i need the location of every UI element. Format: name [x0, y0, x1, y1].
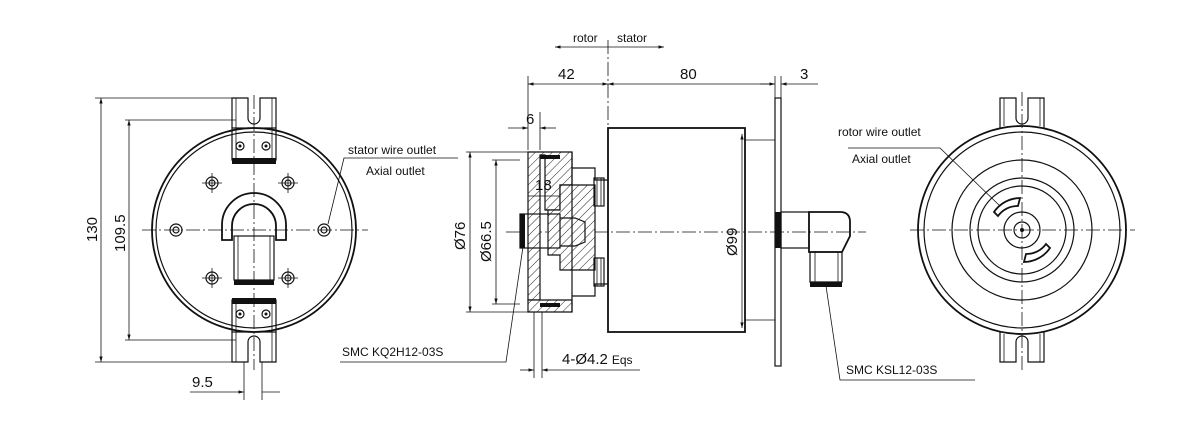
dim-130: 130: [84, 217, 101, 242]
dim-6: 6: [526, 111, 534, 128]
label-axial-outlet-left: Axial outlet: [366, 164, 425, 178]
screw-holes: [169, 173, 331, 288]
dim-dia-76: Ø76: [452, 222, 469, 250]
dim-80: 80: [680, 66, 697, 83]
fitting-right-elbow: [775, 211, 851, 287]
dim-dia-99: Ø99: [724, 228, 741, 256]
label-rotor-wire-outlet: rotor wire outlet: [838, 125, 921, 139]
front-view: 130 109.5 9.5 stator wire outlet Axial o…: [84, 95, 458, 400]
center-elbow-fitting: [221, 192, 287, 285]
dim-109-5: 109.5: [112, 214, 129, 252]
rear-view: rotor wire outlet Axial outlet: [838, 92, 1135, 372]
dim-3: 3: [800, 66, 808, 83]
label-fitting-right: SMC KSL12-03S: [846, 363, 937, 377]
dim-holes-value: 4-Ø4.2: [562, 351, 608, 368]
dim-dia-66-5: Ø66.5: [478, 221, 495, 262]
label-axial-outlet-right: Axial outlet: [852, 152, 911, 166]
dim-holes-suffix: Eqs: [612, 353, 633, 367]
label-stator-wire-outlet: stator wire outlet: [348, 143, 437, 157]
label-rotor: rotor: [573, 31, 598, 45]
dim-18: 18: [535, 177, 552, 194]
dim-holes: 4-Ø4.2 Eqs: [562, 351, 633, 368]
label-stator: stator: [617, 31, 647, 45]
fitting-left: [519, 213, 586, 249]
mounting-tab-bottom: [231, 298, 277, 363]
label-fitting-left: SMC KQ2H12-03S: [342, 345, 443, 359]
dim-42: 42: [558, 66, 575, 83]
side-section-view: rotor stator 42 80 3 6 Ø99: [340, 31, 975, 381]
dim-9-5: 9.5: [192, 374, 213, 391]
mounting-tab-top: [231, 97, 277, 164]
